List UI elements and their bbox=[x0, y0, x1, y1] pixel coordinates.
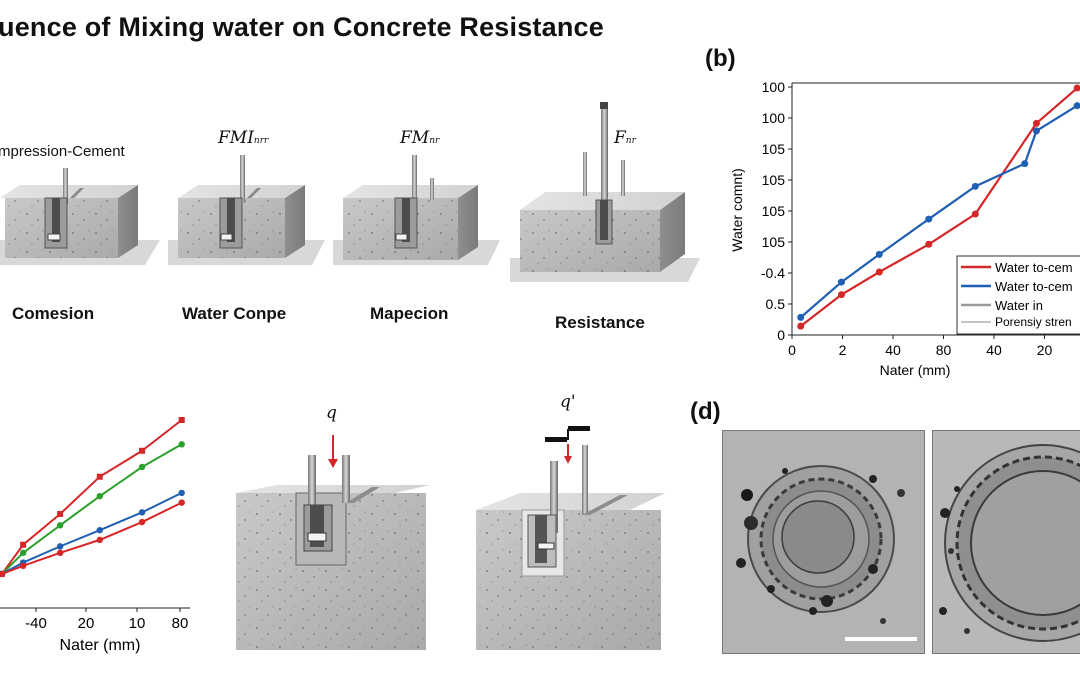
block-6 bbox=[476, 426, 665, 650]
c-point bbox=[138, 463, 146, 471]
c-point bbox=[178, 499, 185, 506]
figure-title: uence of Mixing water on Concrete Resist… bbox=[0, 12, 604, 42]
block-4-top-label: Fnr bbox=[614, 128, 636, 148]
b-y-tick-label: -0.4 bbox=[761, 265, 785, 281]
block-3 bbox=[333, 155, 500, 265]
c-series-line-4 bbox=[1, 501, 183, 575]
c-point bbox=[178, 489, 185, 497]
panel-b-chart: 100 100 105 105 105 105 -0.4 0.5 00 2 40 80 40 20 Nat… bbox=[729, 79, 1080, 378]
b-point bbox=[971, 182, 979, 190]
block-5 bbox=[236, 435, 430, 650]
block-1 bbox=[0, 168, 160, 265]
b-x-tick-label: 20 bbox=[1037, 342, 1053, 358]
legend-3: Water in bbox=[995, 298, 1043, 313]
c-point bbox=[20, 541, 27, 548]
b-x-tick-label: 80 bbox=[936, 342, 952, 358]
b-point bbox=[875, 268, 883, 276]
b-x-tick-label: 40 bbox=[885, 342, 901, 358]
b-point bbox=[1032, 119, 1040, 127]
c-point bbox=[56, 543, 64, 550]
block-2-caption: Water Conpe bbox=[182, 304, 287, 323]
c-point bbox=[0, 570, 6, 578]
b-y-tick-label: 105 bbox=[762, 203, 786, 219]
block-1-caption: Comesion bbox=[12, 304, 95, 323]
block-5-label: q bbox=[326, 403, 337, 423]
block-3-top-label: FMnr bbox=[400, 128, 440, 148]
micrograph-left bbox=[722, 430, 925, 654]
b-point bbox=[797, 322, 805, 330]
legend-2: Water to-cem bbox=[995, 279, 1073, 294]
block-1-top-label: mpression-Cement bbox=[0, 143, 125, 160]
b-point bbox=[797, 313, 805, 321]
block-4 bbox=[510, 102, 700, 282]
b-y-tick-label: 105 bbox=[762, 141, 786, 157]
c-point bbox=[19, 562, 27, 569]
b-y-tick-label: 105 bbox=[762, 234, 786, 250]
b-y-tick-label: 105 bbox=[762, 172, 786, 188]
b-x-tick-label: 2 bbox=[839, 342, 847, 358]
panel-b-ylabel: Water comnt) bbox=[729, 168, 745, 252]
b-point bbox=[1073, 84, 1080, 92]
b-point bbox=[837, 291, 845, 299]
b-y-tick-label: 0.5 bbox=[766, 296, 786, 312]
b-y-tick-label: 0 bbox=[777, 327, 785, 343]
b-y-tick-label: 100 bbox=[762, 110, 786, 126]
c-point bbox=[138, 509, 146, 516]
c-point bbox=[19, 549, 27, 557]
b-point bbox=[1073, 102, 1080, 110]
panel-c-illustrations bbox=[236, 426, 665, 650]
block-6-label: q' bbox=[560, 392, 576, 412]
panel-b-series bbox=[797, 84, 1080, 330]
b-point bbox=[925, 215, 933, 223]
c-x-tick-label: 10 bbox=[129, 615, 146, 632]
block-2-top-label: FMInrr bbox=[218, 128, 269, 148]
b-point bbox=[925, 240, 933, 248]
block-4-caption: Resistance bbox=[555, 313, 645, 332]
b-x-tick-label: 0 bbox=[788, 342, 796, 358]
legend-1: Water to-cem bbox=[995, 260, 1073, 275]
b-x-tick-label: 40 bbox=[986, 342, 1002, 358]
c-series-line-3 bbox=[1, 492, 183, 575]
b-point bbox=[971, 210, 979, 218]
c-point bbox=[57, 510, 64, 517]
b-point bbox=[837, 278, 845, 286]
c-point bbox=[178, 441, 185, 448]
panel-c-series bbox=[0, 417, 185, 578]
c-x-tick-label: -40 bbox=[25, 615, 47, 632]
b-point bbox=[1021, 160, 1029, 168]
b-series-line-2 bbox=[800, 104, 1078, 319]
block-3-caption: Mapecion bbox=[370, 304, 449, 323]
c-x-tick-label: 20 bbox=[78, 615, 95, 632]
panel-c-axes: -40 20 10 80 bbox=[0, 607, 190, 632]
c-point bbox=[96, 526, 103, 534]
b-y-tick-label: 100 bbox=[762, 79, 786, 95]
c-point bbox=[96, 536, 103, 544]
panel-b-letter: (b) bbox=[705, 45, 736, 72]
panel-a-illustrations bbox=[0, 102, 700, 282]
b-point bbox=[875, 250, 883, 258]
c-series-line-2 bbox=[1, 443, 183, 575]
c-series-line-1 bbox=[1, 419, 183, 575]
panel-c-xlabel: Nater (mm) bbox=[60, 637, 141, 654]
c-point bbox=[139, 447, 146, 454]
scale-bar bbox=[845, 637, 917, 641]
panel-d-letter: (d) bbox=[690, 398, 721, 425]
panel-b-xlabel: Nater (mm) bbox=[880, 362, 951, 378]
b-point bbox=[1032, 127, 1040, 135]
c-point bbox=[138, 518, 146, 526]
c-point bbox=[56, 549, 64, 557]
panel-b-legend: Water to-cem Water to-cem Water in Poren… bbox=[956, 255, 1080, 335]
legend-4: Porensiy stren bbox=[995, 315, 1072, 329]
c-point bbox=[56, 522, 64, 529]
c-x-tick-label: 80 bbox=[172, 615, 189, 632]
c-point bbox=[178, 417, 185, 423]
c-point bbox=[96, 492, 103, 500]
block-2 bbox=[168, 155, 325, 265]
panel-c-chart: -40 20 10 80 Nater (mm) bbox=[0, 417, 190, 654]
panel-b-axes: 100 100 105 105 105 105 -0.4 0.5 00 2 40 80 40 20 bbox=[761, 79, 1080, 358]
c-point bbox=[96, 473, 103, 480]
micrograph-right bbox=[932, 430, 1080, 654]
